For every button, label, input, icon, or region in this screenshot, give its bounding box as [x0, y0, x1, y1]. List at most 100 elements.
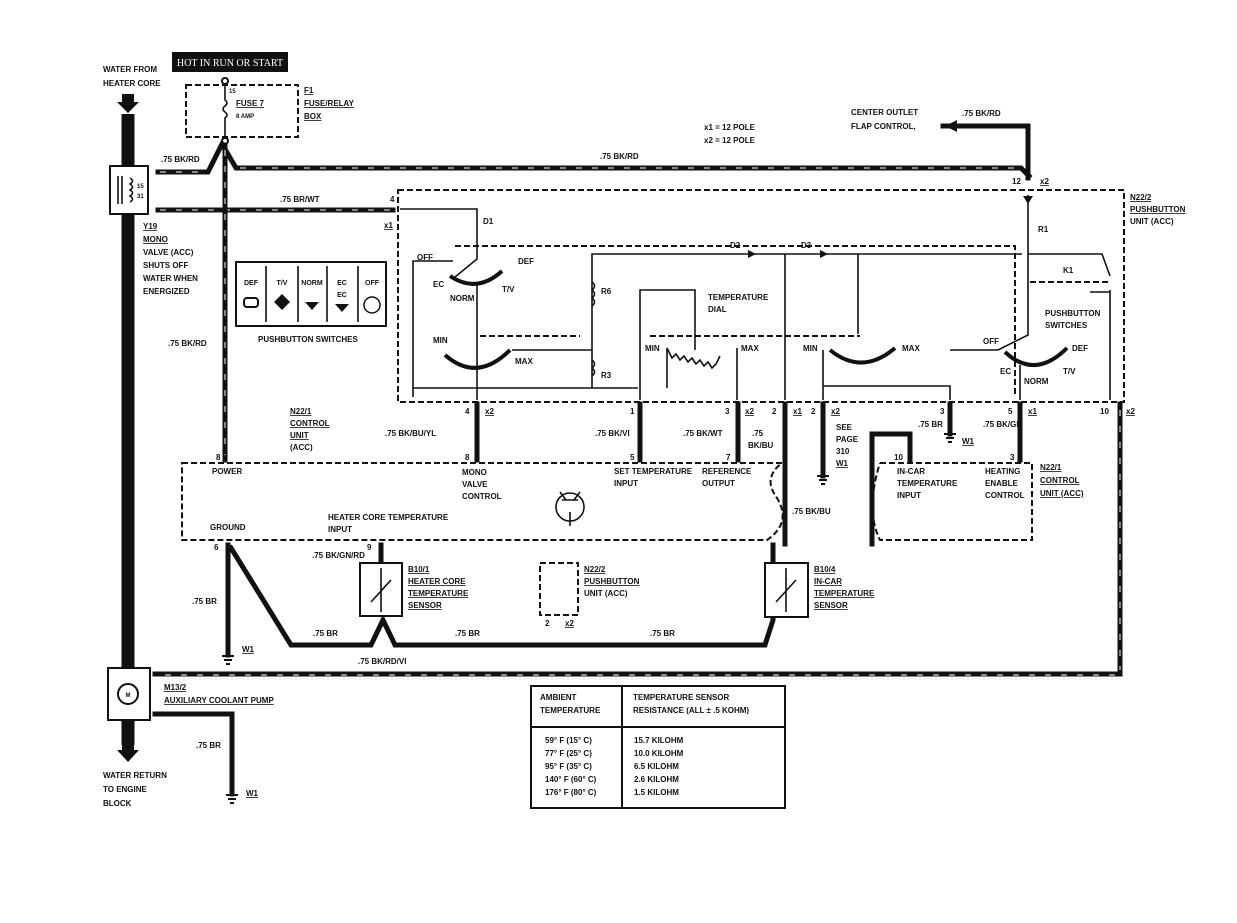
incar-input-label: IN-CAR [897, 467, 925, 476]
ground-icon [222, 655, 234, 665]
pushbutton-switches-label: SWITCHES [1045, 321, 1088, 330]
sensor-label: SENSOR [408, 601, 442, 610]
table-header: RESISTANCE (ALL ± .5 KOHM) [633, 706, 749, 715]
wire-pump-ground [152, 711, 235, 797]
pin-number: 3 [940, 407, 945, 416]
button-tv[interactable]: T/V [277, 280, 288, 287]
motor-icon [117, 683, 139, 705]
sensor-label: IN-CAR [814, 577, 842, 586]
pin-number: 8 [465, 453, 470, 462]
pin-number: 12 [1012, 177, 1021, 186]
label-max: MAX [902, 344, 920, 353]
wire-label: .75 BR [313, 629, 338, 638]
fuse-box-id: F1 [304, 86, 314, 95]
wire-incar [869, 431, 913, 547]
wire-label: .75 BR [918, 420, 943, 429]
pin-number: 2 [545, 619, 550, 628]
control-unit-label: CONTROL [1040, 476, 1080, 485]
mono-valve-label: MONO [143, 235, 168, 244]
ground-label: W1 [246, 789, 259, 798]
heater-core-input-label: INPUT [328, 525, 352, 534]
solenoid-coil-icon [117, 176, 134, 204]
switch-arc [443, 348, 512, 370]
fuse-box-label: FUSE/RELAY [304, 99, 355, 108]
pushbutton-unit-box [397, 189, 1125, 403]
control-unit-label: UNIT [290, 431, 309, 440]
connector-legend: x1 = 12 POLE [704, 123, 756, 132]
temperature-dial-label: DIAL [708, 305, 727, 314]
pin-number: 10 [1100, 407, 1109, 416]
wire-label: .75 BK/RD [161, 155, 200, 164]
reference-output-label: REFERENCE [702, 467, 752, 476]
valve-pin: 31 [137, 194, 144, 200]
label-r1: R1 [1038, 225, 1049, 234]
pushbutton-switches-panel [235, 261, 387, 327]
dial-wire [639, 289, 696, 400]
fuse-relay-box [185, 84, 299, 138]
pushbutton-unit-label: PUSHBUTTON [584, 577, 640, 586]
button-off[interactable]: OFF [365, 280, 380, 287]
pushbutton-unit-id: N22/2 [1130, 193, 1152, 202]
set-temperature-label: SET TEMPERATURE [614, 467, 693, 476]
pushbutton-unit-label: UNIT (ACC) [584, 589, 628, 598]
sensor-label: TEMPERATURE [814, 589, 875, 598]
wire-label: .75 BR [455, 629, 480, 638]
mono-valve-label: ENERGIZED [143, 287, 190, 296]
wire-stripe [160, 410, 1121, 676]
control-unit-box-right [871, 462, 1033, 541]
wire-label: BK/BU [748, 441, 774, 450]
wire-label: .75 BK/VI [595, 429, 630, 438]
pump-label: AUXILIARY COOLANT PUMP [164, 696, 274, 705]
label-min: MIN [433, 336, 448, 345]
water-return-label-3: BLOCK [103, 799, 132, 808]
wire-bk-rd-top [155, 138, 1033, 180]
control-unit-box [181, 462, 785, 541]
water-return-label-2: TO ENGINE [103, 785, 148, 794]
switch-arc [1003, 346, 1069, 368]
terminal-icon [221, 77, 229, 85]
see-page-link[interactable]: 310 [836, 447, 850, 456]
button-ec[interactable]: EC [337, 280, 347, 287]
sensor-id: B10/4 [814, 565, 836, 574]
thermistor-icon [775, 568, 797, 612]
mono-valve-control-label: CONTROL [462, 492, 502, 501]
table-header: TEMPERATURE [540, 706, 601, 715]
power-input-label: POWER [212, 467, 242, 476]
ground-label: W1 [962, 437, 975, 446]
wire-label: .75 BK/RD [168, 339, 207, 348]
defrost-icon [243, 297, 259, 308]
label-d1: D1 [483, 217, 494, 226]
button-norm[interactable]: NORM [301, 280, 323, 287]
label-tv: T/V [1063, 367, 1076, 376]
label-max: MAX [741, 344, 759, 353]
center-outlet-label: FLAP CONTROL, [851, 122, 916, 131]
fuse-box-label: BOX [304, 112, 322, 121]
table-cell: 15.7 KILOHM [634, 736, 684, 745]
switch-arc [448, 269, 504, 286]
switch-wire [822, 350, 951, 400]
norm-arrow-icon [305, 302, 319, 310]
ec-arrow-icon [335, 304, 349, 312]
wire-center-outlet [940, 123, 1031, 181]
pin-number: 2 [811, 407, 816, 416]
button-def[interactable]: DEF [244, 280, 259, 287]
wire-label: .75 BR [192, 597, 217, 606]
pin-number: 3 [725, 407, 730, 416]
connector-id: x1 [793, 407, 802, 416]
pin-number: 4 [465, 407, 470, 416]
wire-label: .75 BK/GN/RD [312, 551, 365, 560]
ground-terminal-label: GROUND [210, 523, 246, 532]
control-unit-label: (ACC) [290, 443, 313, 452]
sensor-label: HEATER CORE [408, 577, 466, 586]
pushbutton-buttons: DEF T/V NORM EC OFF EC [243, 266, 381, 322]
pin-number: 5 [1008, 407, 1013, 416]
mono-valve-id: Y19 [143, 222, 158, 231]
switch-wire [997, 195, 1111, 351]
label-max: MAX [515, 357, 533, 366]
ground-label: W1 [242, 645, 255, 654]
ground-harness [225, 542, 776, 658]
mechanical-link [455, 245, 1016, 396]
connector-id: x1 [384, 221, 393, 230]
motor-symbol: M [126, 693, 131, 699]
label-norm: NORM [450, 294, 475, 303]
